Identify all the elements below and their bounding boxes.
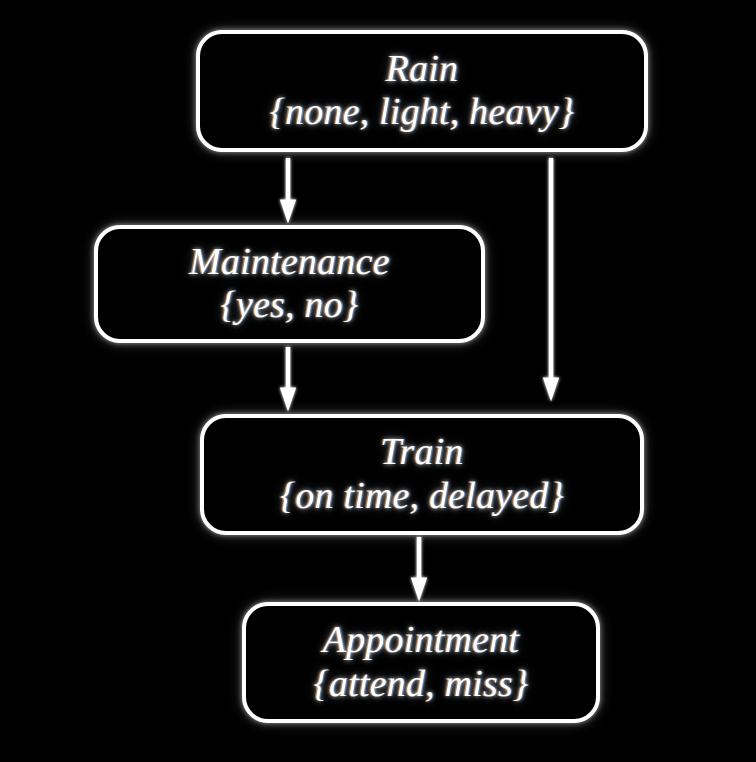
node-train-label: Train [380,431,464,474]
edge-rain-to-maintenance [279,158,297,224]
node-appointment-label: Appointment [322,619,520,662]
edge-maintenance-to-train [279,347,297,412]
node-train-states: {on time, delayed} [279,474,565,517]
node-maintenance-states: {yes, no} [220,284,359,326]
node-appointment[interactable]: Appointment {attend, miss} [242,602,600,723]
node-rain-label: Rain [385,47,459,90]
node-maintenance-label: Maintenance [189,240,390,283]
node-train[interactable]: Train {on time, delayed} [200,414,644,535]
node-rain[interactable]: Rain {none, light, heavy} [196,30,648,152]
node-maintenance[interactable]: Maintenance {yes, no} [94,225,485,343]
node-rain-states: {none, light, heavy} [269,91,575,133]
node-appointment-states: {attend, miss} [313,662,529,705]
edge-train-to-appointment [410,537,428,602]
edge-rain-to-train [542,158,560,402]
